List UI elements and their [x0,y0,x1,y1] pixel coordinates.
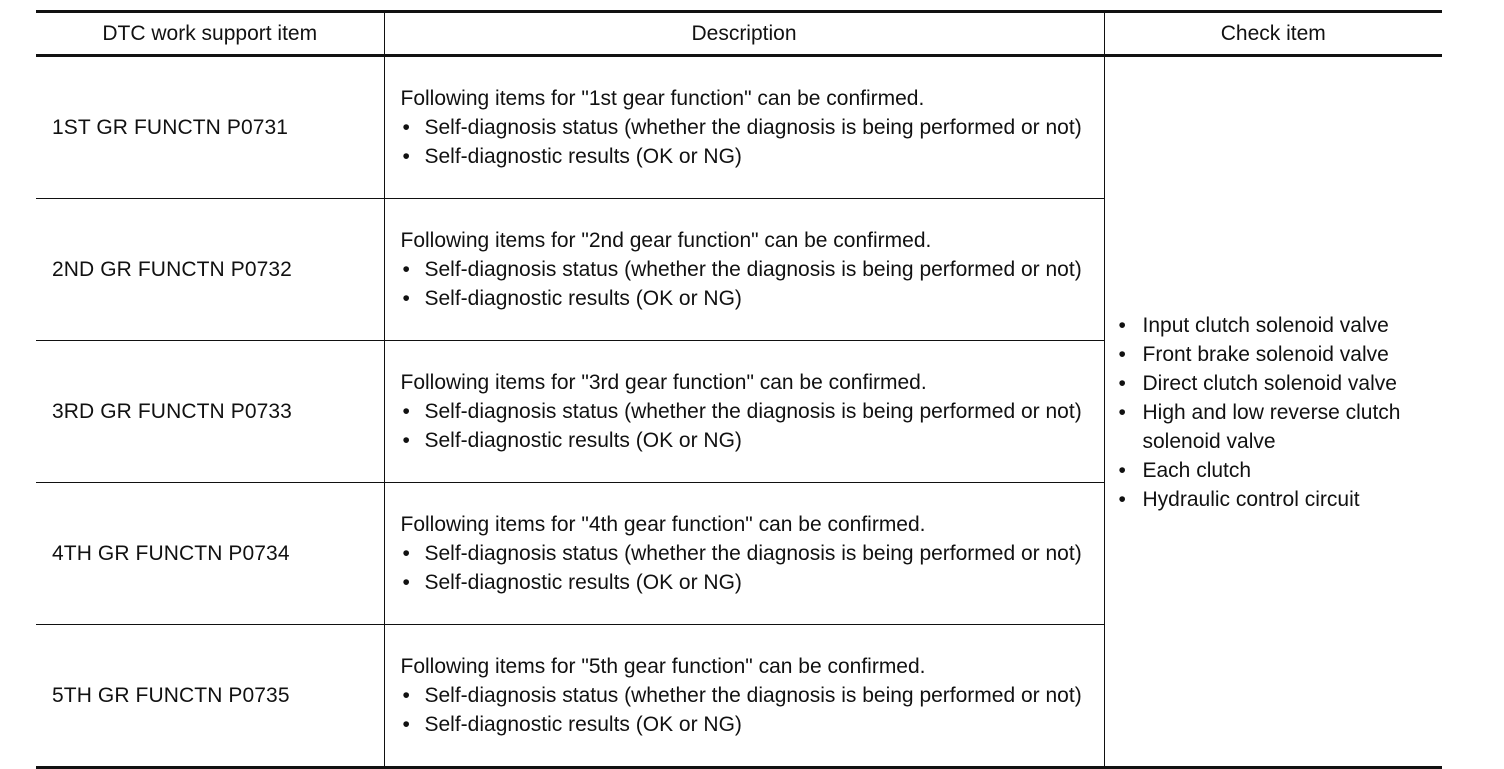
list-item: • Self-diagnosis status (whether the diag… [401,113,1092,142]
check-item-text: High and low reverse clutch solenoid val… [1142,401,1401,453]
check-item-text: Hydraulic control circuit [1142,488,1360,511]
check-item-text: Input clutch solenoid valve [1142,314,1389,337]
bullet-icon: • [402,287,410,310]
bullet-icon: • [402,542,410,565]
description-cell: Following items for "2nd gear function" … [383,198,1104,341]
bullet-text: Self-diagnostic results (OK or NG) [424,429,742,452]
list-item: • Front brake solenoid valve [1117,340,1435,369]
bullet-text: Self-diagnosis status (whether the diagn… [424,400,1082,423]
bullet-icon: • [402,258,410,281]
header-check-item: Check item [1103,11,1442,57]
description-cell: Following items for "4th gear function" … [383,482,1104,625]
dtc-item-cell: 2ND GR FUNCTN P0732 [36,198,384,341]
list-item: • Self-diagnostic results (OK or NG) [401,142,1092,171]
table-row: 3RD GR FUNCTN P0733 Following items for … [36,340,1442,483]
dtc-item-cell: 1ST GR FUNCTN P0731 [36,55,384,199]
check-item-text: Each clutch [1142,459,1252,482]
bullet-icon: • [402,429,410,452]
description-bullet-list: • Self-diagnosis status (whether the diag… [401,255,1092,313]
list-item: • Self-diagnosis status (whether the diag… [401,255,1092,284]
header-description: Description [383,11,1104,57]
bullet-text: Self-diagnosis status (whether the diagn… [424,542,1082,565]
bullet-icon: • [402,713,410,736]
table-body: 1ST GR FUNCTN P0731 Following items for … [36,55,1442,768]
list-item: • High and low reverse clutch solenoid va… [1117,398,1435,456]
check-item-cell: • Input clutch solenoid valve • Front brak… [1103,55,1442,768]
bullet-text: Self-diagnostic results (OK or NG) [424,145,742,168]
table-header: DTC work support item Description Check … [36,11,1442,57]
description-intro: Following items for "1st gear function" … [400,87,925,110]
bullet-text: Self-diagnostic results (OK or NG) [424,713,742,736]
check-item-text: Front brake solenoid valve [1142,343,1389,366]
bullet-text: Self-diagnosis status (whether the diagn… [424,116,1082,139]
check-item-list: • Input clutch solenoid valve • Front brak… [1117,311,1435,514]
description-bullet-list: • Self-diagnosis status (whether the diag… [401,539,1092,597]
description-bullet-list: • Self-diagnosis status (whether the diag… [401,113,1092,171]
bullet-icon: • [402,684,410,707]
bullet-icon: • [402,145,410,168]
dtc-work-support-table: DTC work support item Description Check … [36,10,1442,769]
dtc-item-cell: 5TH GR FUNCTN P0735 [36,624,384,768]
bullet-text: Self-diagnostic results (OK or NG) [424,571,742,594]
description-cell: Following items for "1st gear function" … [383,55,1104,199]
bullet-icon: • [1118,401,1126,424]
bullet-icon: • [1118,314,1126,337]
dtc-item-cell: 3RD GR FUNCTN P0733 [36,340,384,483]
list-item: • Self-diagnostic results (OK or NG) [401,426,1092,455]
bullet-icon: • [402,116,410,139]
list-item: • Self-diagnostic results (OK or NG) [401,710,1092,739]
dtc-item-cell: 4TH GR FUNCTN P0734 [36,482,384,625]
table-row: 4TH GR FUNCTN P0734 Following items for … [36,482,1442,625]
bullet-icon: • [402,571,410,594]
description-intro: Following items for "3rd gear function" … [400,371,927,394]
description-cell: Following items for "5th gear function" … [383,624,1104,768]
list-item: • Self-diagnosis status (whether the diag… [401,397,1092,426]
description-intro: Following items for "5th gear function" … [400,655,926,678]
description-cell: Following items for "3rd gear function" … [383,340,1104,483]
description-intro: Following items for "4th gear function" … [400,513,926,536]
list-item: • Self-diagnosis status (whether the diag… [401,539,1092,568]
bullet-icon: • [1118,372,1126,395]
header-dtc-work-support-item: DTC work support item [36,11,384,57]
bullet-text: Self-diagnosis status (whether the diagn… [424,684,1082,707]
bullet-icon: • [402,400,410,423]
bullet-text: Self-diagnosis status (whether the diagn… [424,258,1082,281]
table-row: 1ST GR FUNCTN P0731 Following items for … [36,55,1442,768]
list-item: • Input clutch solenoid valve [1117,311,1435,340]
table-row: 2ND GR FUNCTN P0732 Following items for … [36,198,1442,341]
bullet-icon: • [1118,343,1126,366]
check-item-text: Direct clutch solenoid valve [1142,372,1397,395]
description-bullet-list: • Self-diagnosis status (whether the diag… [401,681,1092,739]
description-bullet-list: • Self-diagnosis status (whether the diag… [401,397,1092,455]
bullet-text: Self-diagnostic results (OK or NG) [424,287,742,310]
list-item: • Each clutch [1117,456,1435,485]
header-row: DTC work support item Description Check … [36,11,1442,57]
bullet-icon: • [1118,459,1126,482]
list-item: • Self-diagnostic results (OK or NG) [401,284,1092,313]
description-intro: Following items for "2nd gear function" … [400,229,932,252]
list-item: • Hydraulic control circuit [1117,485,1435,514]
list-item: • Self-diagnosis status (whether the diag… [401,681,1092,710]
list-item: • Direct clutch solenoid valve [1117,369,1435,398]
list-item: • Self-diagnostic results (OK or NG) [401,568,1092,597]
bullet-icon: • [1118,488,1126,511]
